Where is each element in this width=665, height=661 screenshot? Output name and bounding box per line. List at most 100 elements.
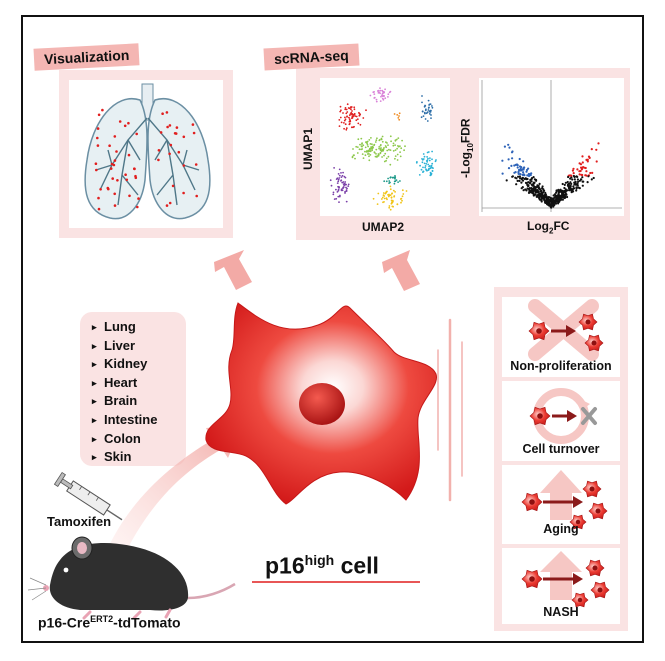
umap-point <box>418 174 421 176</box>
lung-cell-dot <box>109 167 113 170</box>
umap-point <box>359 143 361 146</box>
umap-point <box>381 97 384 100</box>
umap-point <box>336 182 339 185</box>
volcano-point <box>527 172 531 176</box>
volcano-point <box>595 148 598 151</box>
umap-point <box>387 177 389 180</box>
umap-point <box>380 198 383 200</box>
volcano-point <box>570 190 573 193</box>
umap-point <box>400 197 403 200</box>
organ-list-panel <box>80 312 186 466</box>
volcano-point <box>534 193 537 196</box>
lung-cell-dot <box>97 113 101 117</box>
volcano-point <box>535 189 538 192</box>
volcano-point <box>522 173 525 176</box>
umap-point <box>422 158 425 160</box>
umap-point <box>364 146 367 149</box>
cell-label: p16high cell <box>265 552 379 580</box>
lung-cell-dot <box>171 184 175 188</box>
umap-point <box>344 181 347 183</box>
umap-point <box>387 155 390 158</box>
umap-point <box>400 147 403 150</box>
lung-cell-dot <box>136 205 139 209</box>
umap-point <box>383 180 386 183</box>
volcano-point <box>585 174 588 177</box>
lung-cell-dot <box>107 187 110 191</box>
umap-point <box>387 96 389 98</box>
volcano-point <box>541 187 544 190</box>
volcano-point <box>528 188 531 191</box>
volcano-point <box>564 188 567 191</box>
umap-point <box>345 186 347 189</box>
syringe-illustration <box>53 471 123 521</box>
umap-point <box>424 118 427 120</box>
umap-point <box>354 157 356 160</box>
volcano-point <box>532 181 536 184</box>
lung-cell-dot <box>113 192 116 196</box>
lung-cell-dot <box>168 124 172 127</box>
lung-cell-dot <box>127 121 130 125</box>
volcano-point <box>519 169 522 172</box>
organ-item: ▸Skin <box>92 448 157 467</box>
umap-point <box>352 126 354 129</box>
umap-point <box>380 95 382 98</box>
volcano-point <box>526 177 529 181</box>
lung-cell-dot <box>192 131 196 135</box>
umap-point <box>415 161 418 164</box>
volcano-point <box>526 174 529 177</box>
volcano-point <box>514 176 517 179</box>
umap-point <box>423 155 426 158</box>
organ-label: Liver <box>104 337 136 353</box>
volcano-point <box>525 182 528 185</box>
umap-point <box>338 201 340 204</box>
arrow-to-scrna <box>382 250 420 291</box>
umap-point <box>375 100 378 103</box>
umap-point <box>421 110 424 113</box>
umap-point <box>383 154 385 157</box>
volcano-x-sub: 2 <box>549 226 554 236</box>
umap-point <box>390 196 393 199</box>
volcano-point <box>510 151 514 154</box>
volcano-point <box>531 188 534 191</box>
organ-label: Kidney <box>104 356 148 372</box>
umap-point <box>354 115 357 117</box>
umap-point <box>393 113 396 115</box>
umap-point <box>370 146 372 148</box>
umap-point <box>404 145 406 148</box>
umap-clusters <box>329 87 437 211</box>
umap-point <box>357 138 360 141</box>
bullet-icon: ▸ <box>92 359 97 370</box>
volcano-point <box>567 186 571 190</box>
volcano-point <box>518 179 521 182</box>
lung-cell-dot <box>110 162 114 166</box>
lung-cell-dot <box>168 201 172 205</box>
volcano-point <box>530 180 533 183</box>
lung-cell-dot <box>128 194 131 198</box>
umap-point <box>399 151 401 154</box>
umap-point <box>344 118 347 121</box>
volcano-point <box>517 175 520 178</box>
umap-point <box>368 153 370 155</box>
lung-cell-dot <box>157 158 160 162</box>
lung-cell-dot <box>113 159 117 162</box>
volcano-point <box>533 178 537 181</box>
mini-cell <box>578 313 598 331</box>
umap-point <box>397 117 400 119</box>
umap-point <box>401 189 404 192</box>
volcano-point <box>540 199 543 202</box>
umap-point <box>428 167 430 170</box>
volcano-point <box>572 167 575 170</box>
volcano-point <box>544 191 547 194</box>
volcano-point <box>574 181 577 184</box>
feature-label-aging: Aging <box>543 522 579 536</box>
volcano-point <box>552 203 555 206</box>
umap-point <box>424 166 426 169</box>
umap-point <box>358 148 361 151</box>
umap-point <box>385 159 387 162</box>
strain-sup: ERT2 <box>90 614 114 624</box>
umap-point <box>350 111 353 114</box>
umap-point <box>386 190 388 193</box>
lung-cell-dot <box>157 149 161 152</box>
strain-prefix: p16-Cre <box>38 614 91 631</box>
volcano-point <box>508 146 511 149</box>
